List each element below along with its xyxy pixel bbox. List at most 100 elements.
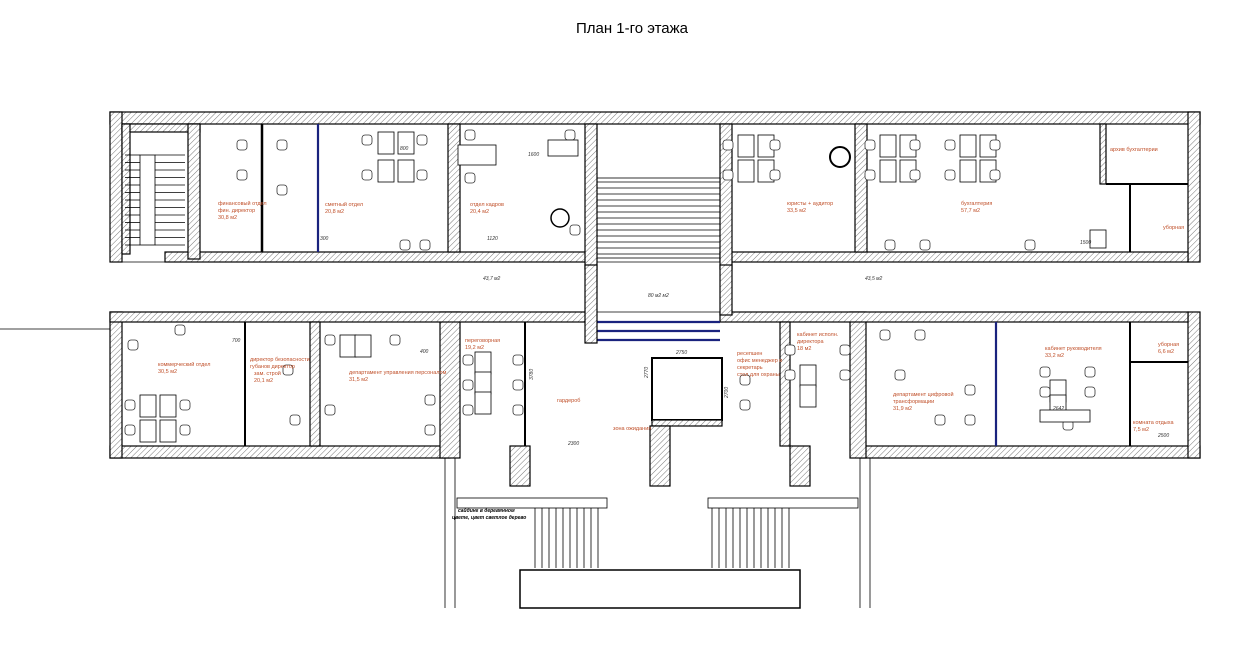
chair: [464, 172, 476, 184]
desk: [799, 384, 817, 408]
chair: [462, 379, 474, 391]
chair: [512, 404, 524, 416]
chair: [236, 139, 248, 151]
chair: [784, 369, 796, 381]
chair: [1039, 366, 1051, 378]
lower-wing: [444, 425, 871, 609]
chair: [276, 139, 288, 151]
room-labels: финансовый отдел фин. директор 30,8 м2 с…: [158, 147, 1184, 521]
chair: [909, 169, 921, 181]
chair: [464, 129, 476, 141]
dimension-label: 2642: [1052, 406, 1064, 412]
hall-area: 80 м2 м2: [648, 293, 669, 299]
corridor-walls: [109, 251, 1189, 323]
chair: [564, 129, 576, 141]
dimension-label: 3780: [529, 369, 535, 380]
room-personnel-area: 31,5 м2: [349, 377, 368, 383]
room-estimate-label: сметный отдел: [325, 201, 363, 208]
room-head-label: кабинет руководителя: [1045, 346, 1102, 352]
desk: [1039, 409, 1091, 423]
desk: [547, 139, 579, 157]
chair: [989, 139, 1001, 151]
dimension-label: 2750: [675, 350, 687, 356]
chair: [864, 139, 876, 151]
room-lawyers-label: юристы + аудитор: [787, 201, 833, 207]
facade-note-line1: сайдинг в деревянном: [458, 507, 515, 514]
desk: [959, 134, 977, 158]
chair: [462, 354, 474, 366]
room-finance-sub: фин. директор: [218, 208, 255, 214]
partitions-top: [260, 123, 1188, 253]
desk: [354, 334, 372, 358]
dimension-label: 2300: [567, 441, 579, 447]
chair: [424, 424, 436, 436]
chair: [179, 399, 191, 411]
room-accounting-area: 57,7 м2: [961, 208, 980, 214]
chair: [512, 354, 524, 366]
chair: [399, 239, 411, 251]
desk: [377, 159, 395, 183]
room-digital-label: департамент цифровой: [893, 391, 954, 398]
desk: [1089, 229, 1107, 249]
chair: [236, 169, 248, 181]
chair: [989, 169, 1001, 181]
chair: [282, 364, 294, 376]
desk: [139, 394, 157, 418]
room-reception-sub: офис менеджер и: [737, 358, 782, 364]
chair: [512, 379, 524, 391]
dimension-label: 2770: [644, 367, 650, 379]
corridor-left-area: 43,7 м2: [483, 276, 501, 282]
room-finance-label: финансовый отдел: [218, 200, 267, 207]
room-wardrobe-label: гардероб: [557, 398, 580, 404]
chair: [964, 414, 976, 426]
room-security-area: 20,1 м2: [254, 378, 273, 384]
chair: [361, 134, 373, 146]
plan-title: План 1-го этажа: [575, 20, 689, 37]
round-table: [829, 146, 851, 168]
desk: [737, 159, 755, 183]
chair: [944, 139, 956, 151]
chair: [416, 169, 428, 181]
chair: [389, 334, 401, 346]
chair: [361, 169, 373, 181]
stair-central: [584, 123, 733, 344]
chair: [722, 169, 734, 181]
chair: [324, 334, 336, 346]
room-exec-label: кабинет исполн.: [797, 332, 839, 338]
dimension-labels: 800 1600 1120 400 300 700 2750 2770 2700…: [232, 146, 1169, 447]
chair: [1024, 239, 1036, 251]
chair: [462, 404, 474, 416]
dimension-label: 2700: [724, 387, 730, 399]
chair: [964, 384, 976, 396]
chair: [784, 344, 796, 356]
room-head-area: 33,2 м2: [1045, 353, 1064, 359]
chair: [934, 414, 946, 426]
chair: [739, 399, 751, 411]
chair: [1039, 386, 1051, 398]
desk: [879, 134, 897, 158]
room-meeting-area: 19,2 м2: [465, 345, 484, 351]
chair: [179, 424, 191, 436]
chair: [569, 224, 581, 236]
desk: [474, 391, 492, 415]
room-wc-top-label: уборная: [1163, 225, 1184, 231]
room-commercial-label: коммерческий отдел: [158, 361, 210, 368]
desk: [737, 134, 755, 158]
room-rest-label: комната отдыха: [1133, 420, 1174, 426]
chair: [289, 414, 301, 426]
partitions-bottom: [244, 321, 1188, 447]
chair: [124, 399, 136, 411]
round-table: [550, 208, 570, 228]
desk: [139, 419, 157, 443]
chair: [416, 134, 428, 146]
desk: [474, 351, 492, 375]
chair: [324, 404, 336, 416]
desk: [959, 159, 977, 183]
chair: [769, 169, 781, 181]
desk: [397, 131, 415, 155]
chair: [879, 329, 891, 341]
room-security-sub: губанов директор: [250, 364, 295, 370]
dimension-label: 300: [320, 236, 329, 242]
chair: [276, 184, 288, 196]
chair: [722, 139, 734, 151]
